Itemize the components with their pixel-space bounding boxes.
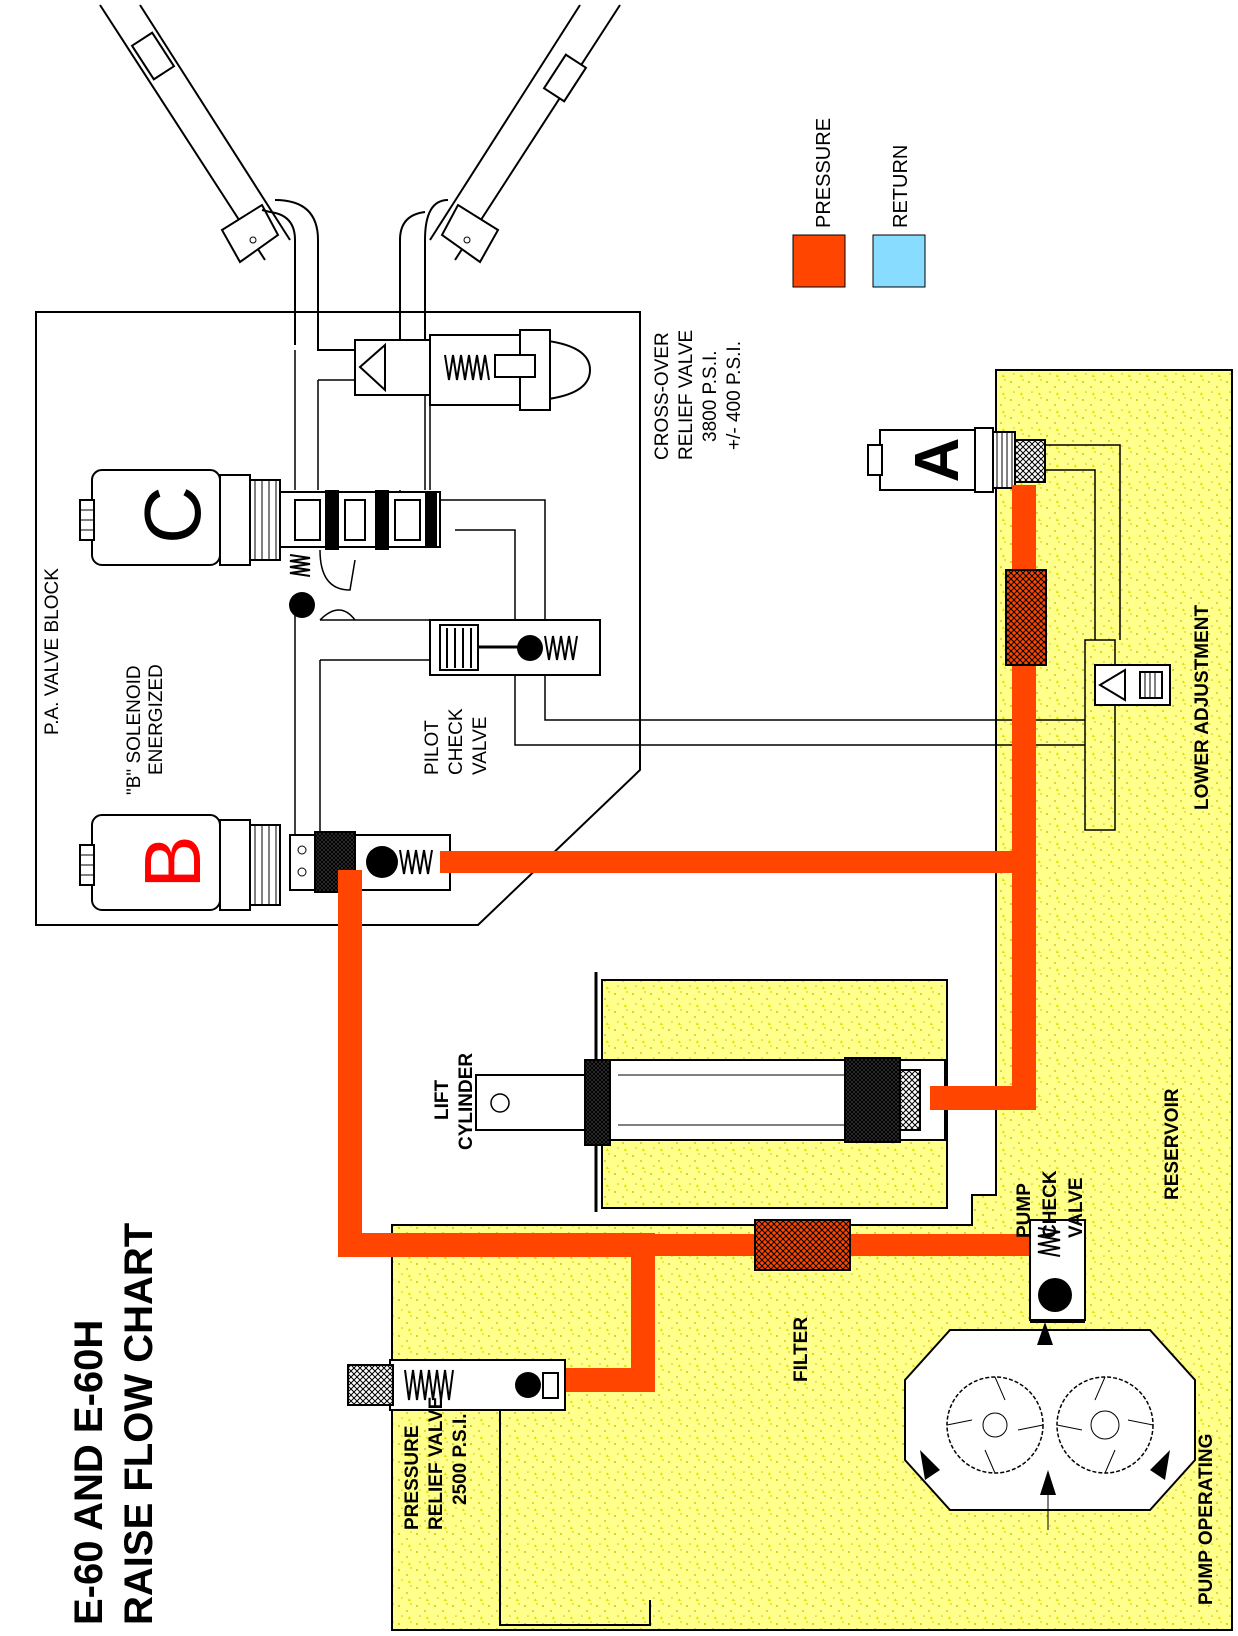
- filter-label: FILTER: [791, 1317, 812, 1382]
- valve-block-label: P.A. VALVE BLOCK: [42, 568, 63, 735]
- boom-arm-right: [429, 4, 621, 264]
- page-title: E-60 AND E-60H RAISE FLOW CHART: [67, 1223, 161, 1625]
- pilot-check-valve: [429, 619, 601, 676]
- solenoid-energized-line-1: "B" SOLENOID: [124, 665, 145, 795]
- pressure-relief-line-1: PRESSURE: [402, 1425, 423, 1530]
- lower-adjustment-valve: [1094, 664, 1171, 706]
- inline-filters: [754, 569, 1047, 1271]
- boom-arm-left: [99, 4, 291, 264]
- title-line-1: E-60 AND E-60H: [67, 1320, 111, 1625]
- labels: P.A. VALVE BLOCK "B" SOLENOID ENERGIZED …: [42, 330, 1217, 1605]
- lift-cylinder: [475, 972, 946, 1212]
- pump-check-valve: [1029, 1219, 1086, 1323]
- pressure-relief-line-3: 2500 P.S.I.: [450, 1413, 471, 1505]
- solenoid-b: B: [79, 814, 451, 911]
- solenoid-energized-line-2: ENERGIZED: [146, 664, 167, 775]
- pump-check-line-3: VALVE: [1066, 1177, 1087, 1238]
- crossover-relief-valve: [354, 329, 592, 411]
- solenoid-c: C: [79, 469, 441, 618]
- legend: PRESSURE RETURN: [792, 118, 926, 288]
- pressure-relief-valve: [347, 1359, 651, 1626]
- pilot-label-line-1: PILOT: [422, 720, 443, 775]
- lower-adjustment-label: LOWER ADJUSTMENT: [1192, 604, 1213, 810]
- reservoir-label: RESERVOIR: [1162, 1088, 1183, 1200]
- crossover-label-line-2: RELIEF VALVE: [676, 330, 697, 460]
- pressure-lines: [338, 485, 1036, 1392]
- solenoid-c-letter: C: [128, 486, 217, 544]
- legend-return-label: RETURN: [890, 145, 912, 228]
- legend-pressure-swatch: [792, 234, 846, 288]
- gear-pump: [904, 1322, 1196, 1530]
- legend-return-swatch: [872, 234, 926, 288]
- crossover-label-line-1: CROSS-OVER: [652, 332, 673, 460]
- crossover-label-line-4: +/- 400 P.S.I.: [724, 341, 745, 450]
- pilot-label-line-2: CHECK: [446, 708, 467, 775]
- pump-check-line-2: CHECK: [1040, 1170, 1061, 1238]
- b-valve-spring: [366, 846, 433, 878]
- pressure-relief-line-2: RELIEF VALVE: [426, 1397, 447, 1530]
- solenoid-a: A: [867, 427, 1046, 493]
- pump-check-line-1: PUMP: [1014, 1183, 1035, 1238]
- pump-operating-label: PUMP OPERATING: [1196, 1434, 1217, 1605]
- valve-block: [35, 311, 641, 926]
- pilot-label-line-3: VALVE: [470, 717, 491, 775]
- solenoid-b-letter: B: [128, 835, 217, 888]
- lift-cylinder-line-1: LIFT: [432, 1080, 453, 1120]
- crossover-label-line-3: 3800 P.S.I.: [700, 350, 721, 442]
- title-line-2: RAISE FLOW CHART: [117, 1223, 161, 1625]
- legend-pressure-label: PRESSURE: [813, 118, 835, 228]
- lift-cylinder-line-2: CYLINDER: [456, 1053, 477, 1150]
- cylinder-hose-ports: [261, 199, 449, 345]
- solenoid-a-letter: A: [903, 438, 972, 483]
